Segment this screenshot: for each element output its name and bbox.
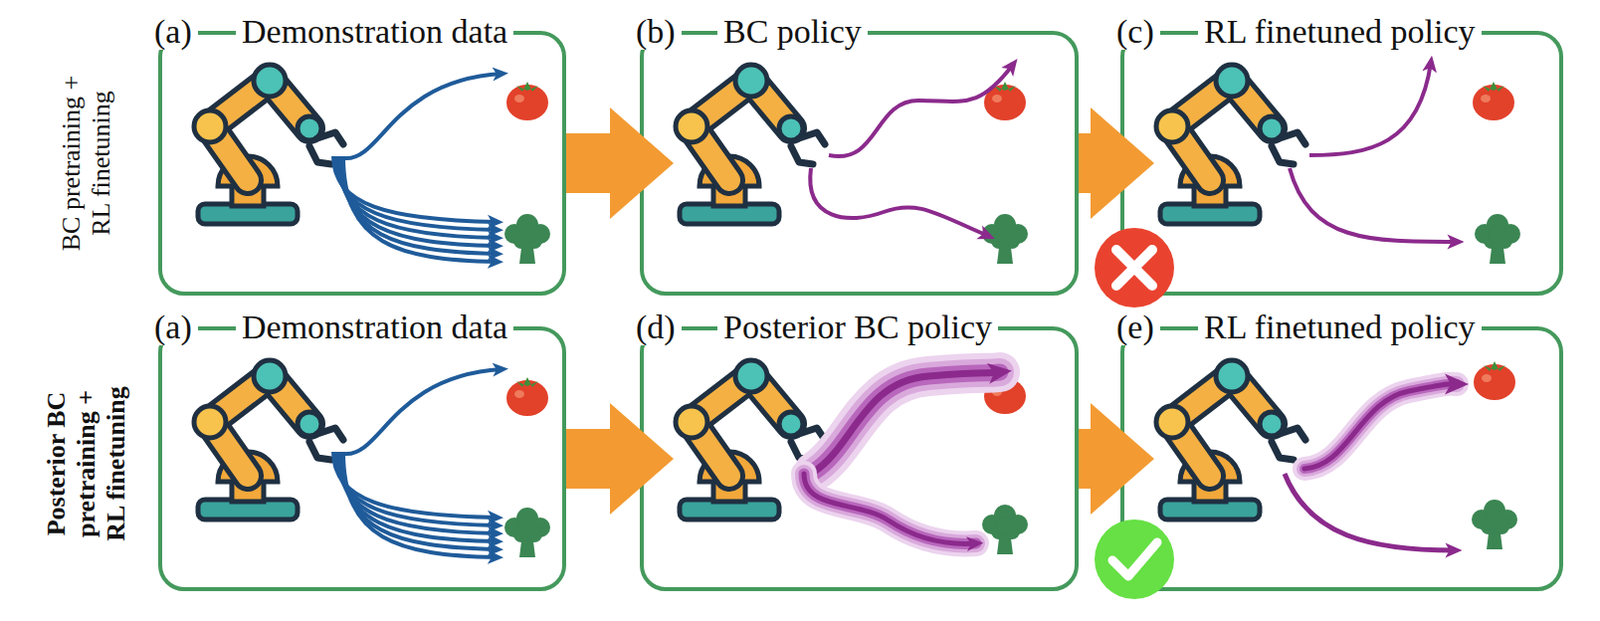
robot-arm [194,360,344,520]
band-halo [813,372,1000,472]
robot-arm [194,64,344,224]
broccoli-icon [982,213,1028,264]
panel-art [675,360,1028,555]
policy-trajectories [1289,62,1457,242]
trajectory [341,156,497,254]
band-halo [803,473,977,544]
band-halo [803,473,977,544]
band-halo [1304,384,1457,469]
trajectory [339,156,497,246]
trajectory [343,451,497,558]
robot-arm [1156,360,1306,520]
robot-arm [675,64,825,224]
panel-box: (d)Posterior BC policy [639,326,1079,592]
band-core [813,372,1000,472]
panel-art [1156,360,1518,551]
flow-arrow [566,402,674,515]
panel-box: (c)RL finetuned policy [1120,30,1564,296]
panel-art [194,64,551,264]
flow-arrow [1078,402,1155,515]
trajectory [345,369,502,454]
tomato-icon [506,377,549,416]
panel-title: Demonstration data [235,13,514,50]
trajectory [1284,473,1455,551]
tomato-icon [1472,81,1515,121]
robot-arm [1156,64,1306,224]
flow-arrow [566,107,674,219]
panel-letter: (d) [629,309,682,346]
band-halo [1304,384,1457,469]
panel-box: (a)Demonstration data [158,326,567,592]
band-core [803,473,977,544]
policy-trajectories [809,64,1013,236]
broccoli-icon [982,504,1028,555]
finetuned-band [1304,384,1457,469]
panel-title: BC policy [717,13,868,50]
panel-letter: (a) [148,309,199,346]
row-label: BC pretraining + RL finetuning [56,68,117,258]
panel-art [1156,62,1521,264]
panel-letter: (a) [148,13,199,50]
panel-art [194,360,551,558]
broccoli-icon [1474,213,1521,264]
demo-trajectories [333,73,502,262]
band-halo [813,372,1000,472]
posterior-band [803,473,977,544]
trajectory [341,451,497,550]
flow-arrow [1078,107,1155,219]
panel-art [675,64,1028,264]
trajectory [345,73,502,159]
trajectory [343,156,497,262]
trajectory [828,64,1013,157]
broccoli-icon [504,507,551,558]
tomato-icon [506,81,549,121]
posterior-band [813,372,1000,472]
panel-title: RL finetuned policy [1198,309,1482,346]
panel-title: Posterior BC policy [717,309,999,346]
row-label: Posterior BC pretraining + RL finetuning [41,369,132,559]
cross-circle [1094,227,1175,308]
panel-box: (b)BC policy [639,30,1079,296]
cross-symbol [1116,249,1153,286]
broccoli-icon [1471,499,1518,550]
band-halo [813,372,1000,472]
band-halo [1304,384,1457,469]
panel-title: RL finetuned policy [1198,13,1482,50]
demo-trajectories [333,369,502,558]
panel-box: (e)RL finetuned policy [1120,326,1564,592]
trajectory [1289,168,1457,242]
success-mark [1094,519,1175,600]
check-symbol [1112,542,1158,577]
panel-letter: (c) [1110,13,1161,50]
panel-box: (a)Demonstration data [158,30,567,296]
band-halo [803,473,977,544]
panel-title: Demonstration data [235,309,514,346]
band-core [1304,384,1457,469]
panel-letter: (e) [1110,309,1161,346]
trajectory [339,451,497,542]
panel-letter: (b) [629,13,682,50]
broccoli-icon [504,213,551,264]
trajectory [809,168,989,236]
trajectory [1309,62,1431,156]
tomato-icon [1473,361,1516,400]
failure-mark [1094,227,1175,308]
check-circle [1094,519,1175,600]
